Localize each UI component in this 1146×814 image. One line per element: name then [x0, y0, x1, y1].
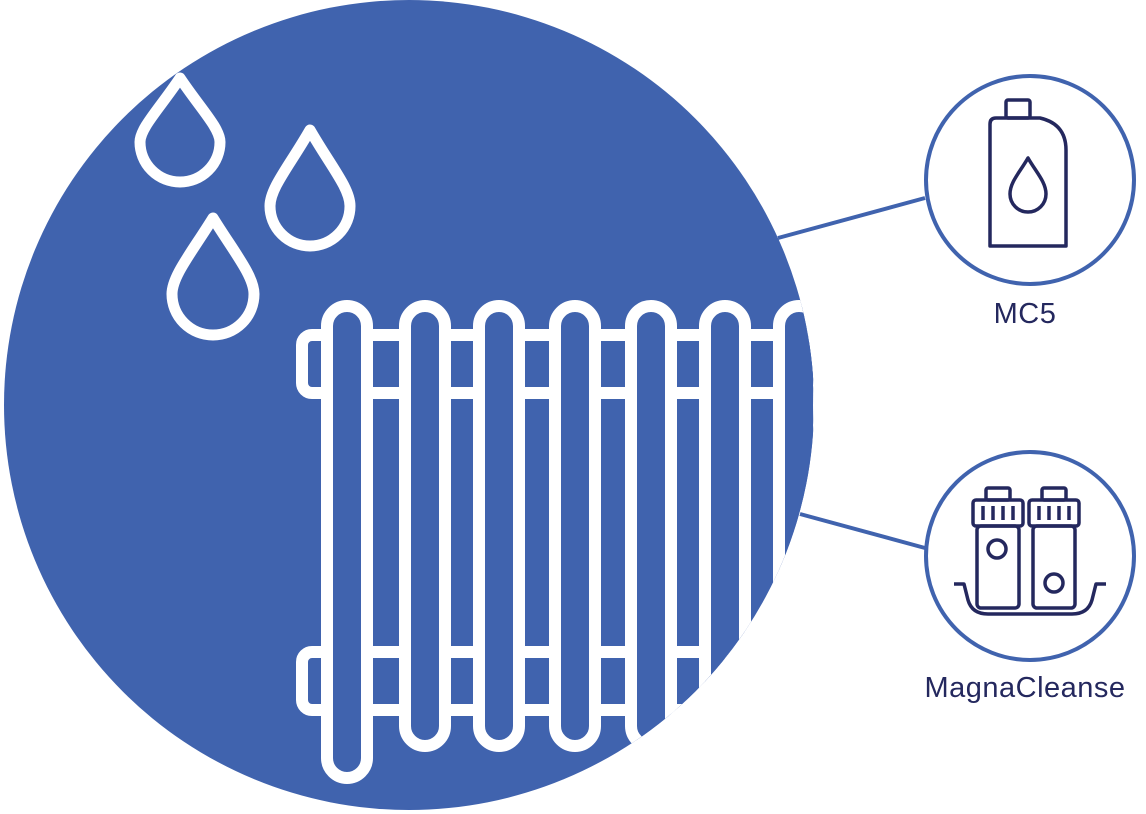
connector-line-magnacleanse: [799, 512, 926, 550]
twin-filter-icon: [954, 486, 1106, 616]
bottle-with-drop-icon: [988, 98, 1068, 248]
magnacleanse-label: MagnaCleanse: [924, 672, 1126, 704]
magnacleanse-icon-circle: [924, 450, 1136, 662]
connector-line-mc5: [777, 196, 926, 240]
mc5-icon-circle: [924, 74, 1136, 286]
radiator-with-water-drops-icon: [134, 72, 814, 784]
mc5-label: MC5: [993, 298, 1057, 330]
water-drop-icon: [134, 72, 356, 341]
